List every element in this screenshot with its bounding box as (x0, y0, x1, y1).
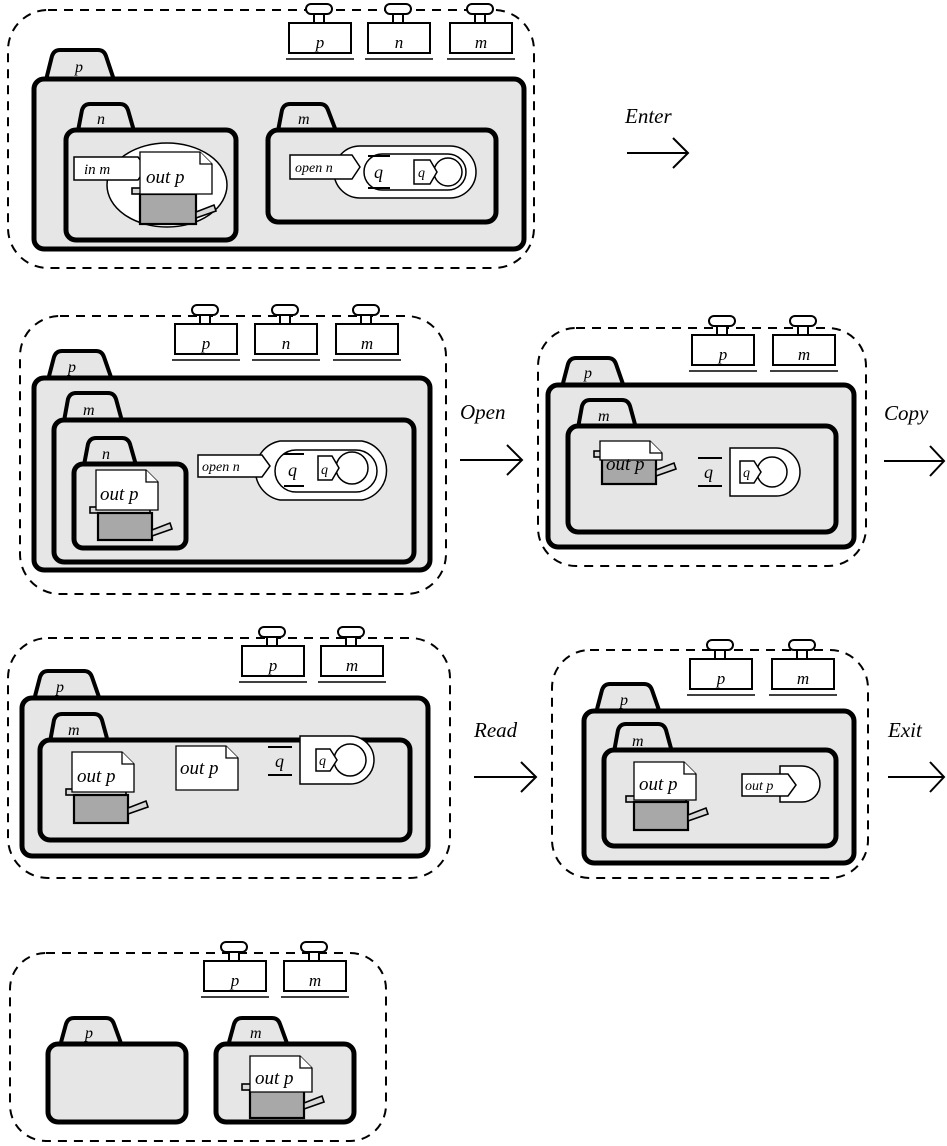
mailbox-m: m (318, 627, 386, 682)
capability-label: q (743, 466, 750, 481)
ambient-label: m (250, 1025, 262, 1042)
mailbox-label: n (282, 334, 291, 353)
channel-label: q (288, 460, 297, 480)
step-label: Enter (624, 104, 672, 128)
mailbox-p: p (286, 4, 354, 59)
ambient-label: p (84, 1025, 93, 1042)
step-label: Exit (887, 718, 923, 742)
ambient-label: p (619, 692, 628, 709)
mailbox-m: m (447, 4, 515, 59)
capability-open-n: open n (198, 455, 270, 477)
ambient-label: m (68, 722, 80, 739)
document-copy: out p (176, 746, 238, 790)
mailbox-m: m (281, 942, 349, 997)
scene-6: p m p m out p (10, 942, 386, 1141)
scene-3: p m p m out (538, 316, 944, 566)
capability-label: q (321, 463, 328, 478)
scene-6-mailboxes: p m (201, 942, 349, 997)
scene-3-mailboxes: p m (689, 316, 838, 371)
mailbox-m: m (769, 640, 837, 695)
capability-label: q (418, 166, 425, 181)
ambient-label: m (83, 402, 95, 419)
arrow-read: Read (473, 718, 536, 792)
capability-open-n: open n (290, 155, 360, 179)
capability-label: q (319, 754, 326, 769)
mailbox-m: m (770, 316, 838, 371)
arrow-exit: Exit (887, 718, 944, 792)
capability-label: in m (84, 162, 110, 178)
mailbox-n: n (252, 305, 320, 360)
ambient-label: p (67, 359, 76, 376)
document-label: out p (255, 1068, 294, 1089)
step-label: Read (473, 718, 518, 742)
mailbox-label: m (346, 656, 358, 675)
scene-4: p m p m out (8, 627, 536, 878)
ambient-label: p (55, 679, 64, 696)
mailbox-label: p (201, 334, 211, 353)
mailbox-label: p (230, 971, 240, 990)
mailbox-label: m (475, 33, 487, 52)
arrow-copy: Copy (884, 401, 944, 476)
step-label: Open (460, 400, 506, 424)
scene-5-mailboxes: p m (687, 640, 837, 695)
scene-5: p m p m out (552, 640, 944, 878)
mailbox-label: p (718, 345, 728, 364)
mailbox-label: n (395, 33, 404, 52)
scene-2: p n m p m (20, 305, 522, 594)
ambient-label: n (102, 446, 110, 463)
scene-4-mailboxes: p m (239, 627, 386, 682)
mailbox-label: p (268, 656, 278, 675)
document-label: out p (606, 454, 645, 475)
scene-1-mailboxes: p n m (286, 4, 515, 59)
mailbox-label: m (797, 669, 809, 688)
mailbox-label: m (361, 334, 373, 353)
arrow-open: Open (460, 400, 522, 475)
scene-1: p n m p n (8, 4, 688, 268)
ambient-p: p (48, 1018, 186, 1122)
ambient-label: p (583, 365, 592, 382)
document-label: out p (146, 167, 185, 188)
capability-in-m: in m (74, 157, 146, 180)
capability-label: open n (202, 460, 240, 475)
channel-label: q (275, 751, 284, 771)
mailbox-p: p (687, 640, 755, 695)
ambient-m: m out p (216, 1018, 354, 1122)
capability-label: open n (295, 161, 333, 176)
printer: out p (132, 152, 216, 224)
ambient-label: m (632, 733, 644, 750)
mailbox-m: m (333, 305, 401, 360)
mailbox-label: m (798, 345, 810, 364)
arrow-enter: Enter (624, 104, 688, 168)
ambient-m: m n out p q q (54, 393, 414, 562)
capability-label: out p (745, 779, 773, 794)
channel-label: q (374, 162, 383, 182)
step-label: Copy (884, 401, 929, 425)
mailbox-p: p (201, 942, 269, 997)
channel-label: q (704, 462, 713, 482)
ambient-label: m (298, 111, 310, 128)
mailbox-p: p (172, 305, 240, 360)
ambient-label: m (598, 408, 610, 425)
mailbox-n: n (365, 4, 433, 59)
mailbox-label: p (315, 33, 325, 52)
mailbox-label: p (716, 669, 726, 688)
mailbox-p: p (689, 316, 757, 371)
document-label: out p (639, 774, 678, 795)
document-label: out p (77, 766, 116, 787)
document-label: out p (180, 758, 219, 779)
scene-2-mailboxes: p n m (172, 305, 401, 360)
ambient-label: p (74, 59, 83, 76)
ambient-label: n (97, 111, 105, 128)
document-label: out p (100, 484, 139, 505)
mailbox-label: m (309, 971, 321, 990)
mailbox-p: p (239, 627, 307, 682)
